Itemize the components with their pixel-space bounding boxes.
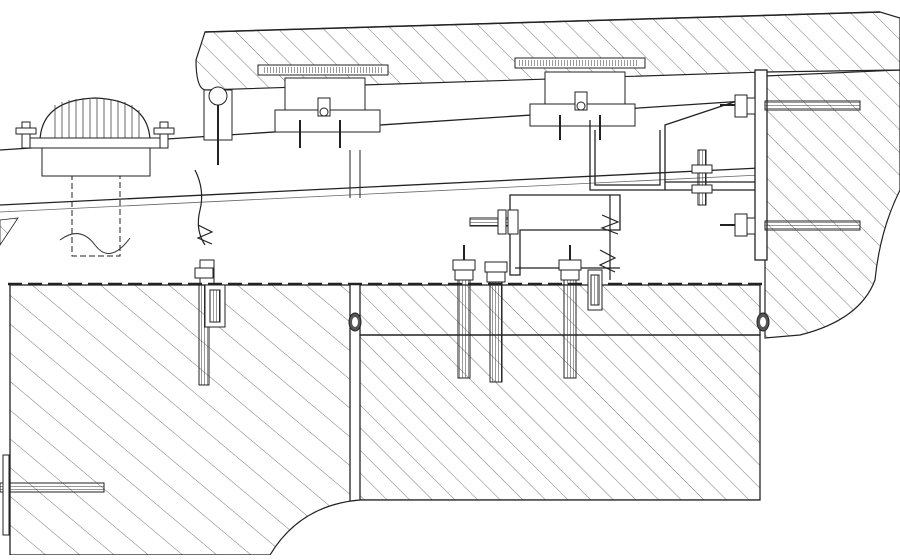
anchor-bolt-lower-left bbox=[0, 454, 105, 536]
rail-support-2 bbox=[514, 57, 646, 140]
sealant-joint-right bbox=[756, 312, 770, 332]
mid-horizontal-bolt bbox=[469, 209, 519, 235]
slab-anchor-2 bbox=[452, 245, 476, 379]
lower-curve-mask bbox=[270, 500, 760, 555]
slab-anchor-5 bbox=[587, 269, 603, 311]
roof-drain bbox=[15, 97, 175, 257]
hanger-mid bbox=[598, 195, 620, 280]
anchor-bolt-lower-right bbox=[720, 213, 861, 237]
right-wall-block bbox=[764, 69, 900, 339]
sealant-joint-left bbox=[348, 312, 362, 332]
slab-anchor-4 bbox=[558, 245, 582, 379]
rail-support-1 bbox=[257, 64, 389, 148]
slab-anchor-3 bbox=[484, 261, 508, 383]
anchor-bolt-upper-right bbox=[720, 94, 861, 118]
drain-bolt-left bbox=[15, 121, 37, 149]
drain-bolt-right bbox=[153, 121, 175, 149]
vertical-anchor-plate bbox=[754, 69, 768, 261]
hanger-left bbox=[194, 86, 233, 286]
slab-anchor-1 bbox=[194, 267, 226, 386]
bracket-vertical-bolt bbox=[691, 149, 713, 206]
left-edge-wedge bbox=[0, 217, 19, 246]
lower-curve-edge bbox=[269, 499, 760, 556]
lower-mid-block bbox=[359, 284, 761, 501]
lower-left-block bbox=[9, 284, 351, 556]
